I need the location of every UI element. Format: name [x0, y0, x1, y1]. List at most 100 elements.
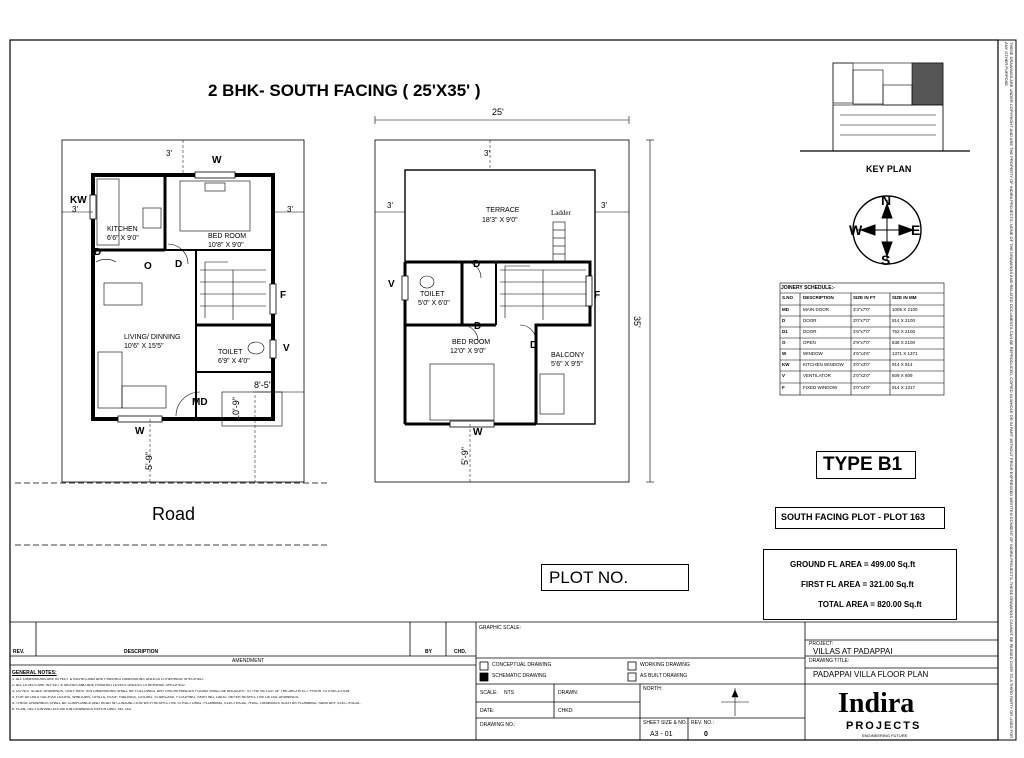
joinery-header-cell: SIZE IN MM — [892, 295, 917, 300]
joinery-cell: MAIN DOOR — [803, 307, 830, 312]
ff-dim-right: 3' — [601, 201, 607, 210]
joinery-cell: V — [782, 373, 786, 378]
project-label: PROJECT: — [809, 641, 834, 647]
gf-tag-md: MD — [192, 397, 208, 408]
joinery-cell: 4'6"x4'6" — [853, 351, 871, 356]
joinery-cell: D1 — [782, 329, 788, 334]
joinery-cell: OPEN — [803, 340, 816, 345]
joinery-cell: W — [782, 351, 787, 356]
tb-amendment: AMENDMENT — [232, 658, 265, 664]
general-note-item: 4. FOR DETAILS SUCH AS DOORS, WINDOWS, G… — [12, 696, 300, 699]
general-note-item: 5. THESE DRAWINGS SHALL BE COMPLIANCE AN… — [12, 702, 361, 705]
ff-dim-top: 3' — [484, 149, 490, 158]
rev-no-label: REV. NO.: — [691, 720, 714, 726]
general-note-item: 3. DO NOT SCALE DRAWINGS, ONLY WRITTEN D… — [12, 690, 351, 693]
ground-area: GROUND FL AREA = 499.00 Sq.ft — [790, 560, 916, 569]
road-band — [15, 482, 330, 546]
joinery-cell: 1371 X 1371 — [892, 351, 918, 356]
ff-dim-left: 3' — [387, 201, 393, 210]
drawing-title-label: DRAWING TITLE: — [809, 658, 850, 664]
joinery-schedule-grid — [779, 282, 945, 396]
plot-label-box — [775, 507, 945, 529]
working-drawing: WORKING DRAWING — [640, 662, 690, 668]
joinery-cell: 3'3"x7'0" — [853, 307, 871, 312]
conceptual-drawing: CONCEPTUAL DRAWING — [492, 662, 552, 668]
gf-dim-top: 3' — [166, 149, 172, 158]
general-note-item: 2. ALL LEVELS ARE IN FEET & INCHES AND A… — [12, 684, 186, 687]
drawing-title-value: PADAPPAI VILLA FLOOR PLAN — [813, 670, 929, 679]
ff-bedroom-size: 12'0" X 9'0" — [450, 348, 486, 355]
gf-tag-f: F — [280, 290, 287, 301]
joinery-cell: 3'0"x4'0" — [853, 385, 871, 390]
joinery-header-cell: SIZE IN FT — [853, 295, 876, 300]
gf-tag-d1: D — [94, 247, 102, 258]
plot-no: PLOT NO. — [549, 568, 629, 587]
joinery-cell: DOOR — [803, 318, 817, 323]
key-plan-label: KEY PLAN — [866, 164, 912, 174]
joinery-cell: O — [782, 340, 786, 345]
joinery-cell: 609 X 609 — [892, 373, 913, 378]
joinery-cell: 2'6"x7'0" — [853, 329, 871, 334]
road-label: Road — [152, 504, 196, 524]
side-note-strip — [997, 39, 1017, 741]
joinery-cell: DOOR — [803, 329, 817, 334]
gf-tag-v: V — [283, 343, 290, 354]
general-note-item: 1. ALL DIMENSIONS ARE IN FEET & INCHES A… — [12, 678, 204, 681]
ff-tag-d1: D — [473, 259, 481, 270]
general-notes-title: GENERAL NOTES: — [12, 670, 57, 676]
joinery-cell: 2'0"x2'0" — [853, 373, 871, 378]
joinery-cell: 914 X 914 — [892, 362, 913, 367]
scale-value: NTS — [504, 690, 514, 696]
ground-floor-plan — [61, 139, 305, 483]
ff-toilet-name: TOILET — [420, 291, 445, 298]
gf-bedroom-size: 10'8" X 9'0" — [208, 242, 244, 249]
compass-rose — [852, 195, 922, 265]
joinery-cell: 838 X 2100 — [892, 340, 916, 345]
ff-tag-d2: D — [474, 321, 482, 332]
joinery-cell: 762 X 2100 — [892, 329, 916, 334]
sheet-border — [9, 39, 999, 741]
ff-tag-f: F — [594, 290, 601, 301]
joinery-cell: MD — [782, 307, 789, 312]
tb-chd: CHD. — [454, 649, 467, 655]
ff-dim-width: 25' — [492, 107, 504, 117]
type-label-box — [816, 451, 916, 479]
page-title: 2 BHK- SOUTH FACING ( 25'X35' ) — [208, 81, 481, 100]
joinery-cell: 1005 X 2100 — [892, 307, 918, 312]
first-floor-plan — [374, 116, 654, 483]
gf-tag-o: O — [144, 261, 152, 272]
plot-no-box — [541, 564, 689, 591]
joinery-cell: 914 X 2100 — [892, 318, 916, 323]
gf-kitchen-size: 6'6" X 9'0" — [107, 235, 139, 242]
ff-dim-bottom: 5'-9" — [460, 447, 470, 465]
company-tagline: ENGINEERING FUTURE — [862, 733, 908, 738]
joinery-cell: FIXED WINDOW — [803, 385, 838, 390]
gf-living-name: LIVING/ DINNING — [124, 334, 181, 341]
compass-n: N — [881, 192, 892, 208]
gf-tag-w-bottom: W — [135, 426, 145, 437]
tb-description: DESCRIPTION — [124, 649, 159, 655]
tb-by: BY — [425, 649, 432, 655]
gf-outer-wall — [91, 173, 275, 421]
as-built-drawing: AS BUILT DRAWING — [640, 673, 688, 679]
gf-tag-d2: D — [175, 259, 183, 270]
gf-dim-setback-left: 5'-9" — [144, 452, 154, 470]
chkd-label: CHKD: — [558, 708, 574, 714]
area-box — [763, 549, 957, 620]
joinery-title: JOINERY SCHEDULE:- — [781, 285, 835, 291]
joinery-cell: WINDOW — [803, 351, 823, 356]
ff-terrace-name: TERRACE — [486, 207, 520, 214]
company-sub: PROJECTS — [846, 720, 922, 732]
sheet-size-label: SHEET SIZE & NO.: — [643, 720, 689, 726]
gf-dim-setback-front: 10'-9" — [231, 397, 241, 420]
ff-balcony-size: 5'6" X 9'5" — [551, 361, 583, 368]
type-label: TYPE B1 — [823, 454, 903, 475]
ff-tag-v: V — [388, 279, 395, 290]
gf-bedroom-name: BED ROOM — [208, 233, 247, 240]
scale-label: SCALE: — [480, 690, 498, 696]
gf-dim-right: 3' — [287, 205, 293, 214]
sheet-value: A3 - 01 — [650, 731, 673, 738]
gf-tag-kw: KW — [70, 195, 87, 206]
ff-ladder: Ladder — [551, 209, 571, 217]
